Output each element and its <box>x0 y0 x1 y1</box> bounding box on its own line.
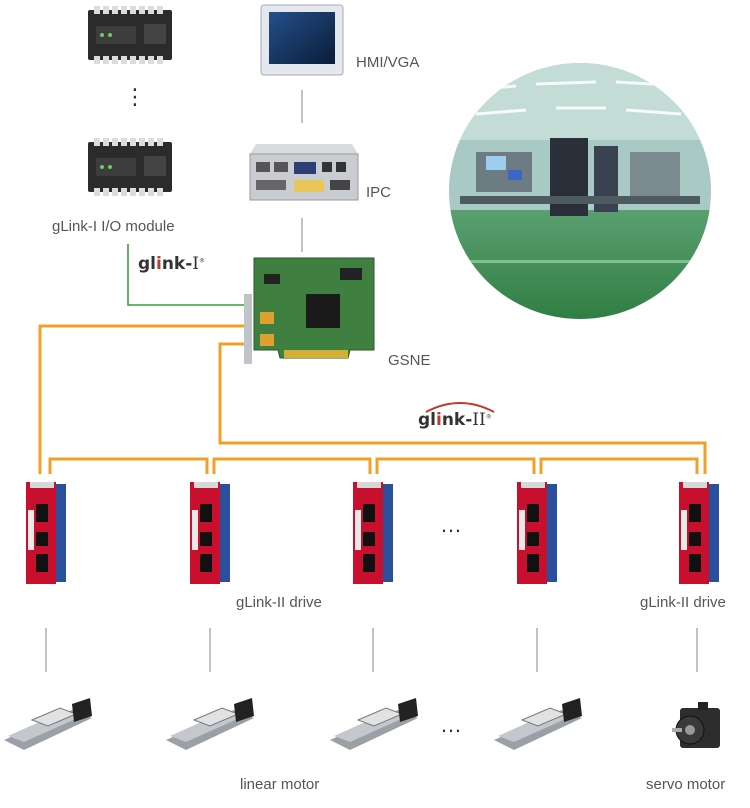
linear-motor-icon <box>4 698 92 750</box>
glink2-drive-icon <box>517 482 557 584</box>
glink2-segment-2 <box>212 457 372 474</box>
gsne-card-icon <box>244 257 375 364</box>
io-module-label: gLink-I I/O module <box>52 218 175 235</box>
glink2-arc-icon <box>425 402 495 413</box>
gsne-label: GSNE <box>388 352 431 369</box>
glink2-segment-3 <box>375 457 536 474</box>
glink2-bus-left <box>38 324 245 474</box>
factory-photo <box>449 63 711 319</box>
glink1-link <box>127 244 245 306</box>
drive-label: gLink-II drive <box>236 594 322 611</box>
hmi-monitor-icon <box>260 4 344 76</box>
horizontal-ellipsis: … <box>440 712 464 737</box>
linear-motor-icon <box>494 698 582 750</box>
horizontal-ellipsis: … <box>440 512 464 537</box>
hmi-label: HMI/VGA <box>356 54 420 71</box>
io-module-icon <box>88 138 172 196</box>
glink2-logo: glink-II® <box>418 410 492 430</box>
glink2-bus-main <box>218 342 707 474</box>
glink1-logo: glink-I® <box>138 254 206 274</box>
glink2-drive-icon <box>26 482 66 584</box>
vertical-ellipsis: ⋮ <box>124 84 146 109</box>
ipc-icon <box>249 144 359 201</box>
glink2-drive-icon <box>353 482 393 584</box>
linear-motor-label: linear motor <box>240 776 320 793</box>
io-module-icon <box>88 6 172 64</box>
servo-motor-icon <box>672 702 720 748</box>
drive-label: gLink-II drive <box>640 594 726 611</box>
glink2-segment-4 <box>539 457 699 474</box>
glink2-segment-1 <box>48 457 209 474</box>
linear-motor-icon <box>166 698 254 750</box>
glink2-drive-icon <box>190 482 230 584</box>
linear-motor-icon <box>330 698 418 750</box>
servo-motor-label: servo motor <box>646 776 726 793</box>
ipc-label: IPC <box>366 184 392 201</box>
glink2-drive-icon <box>679 482 719 584</box>
